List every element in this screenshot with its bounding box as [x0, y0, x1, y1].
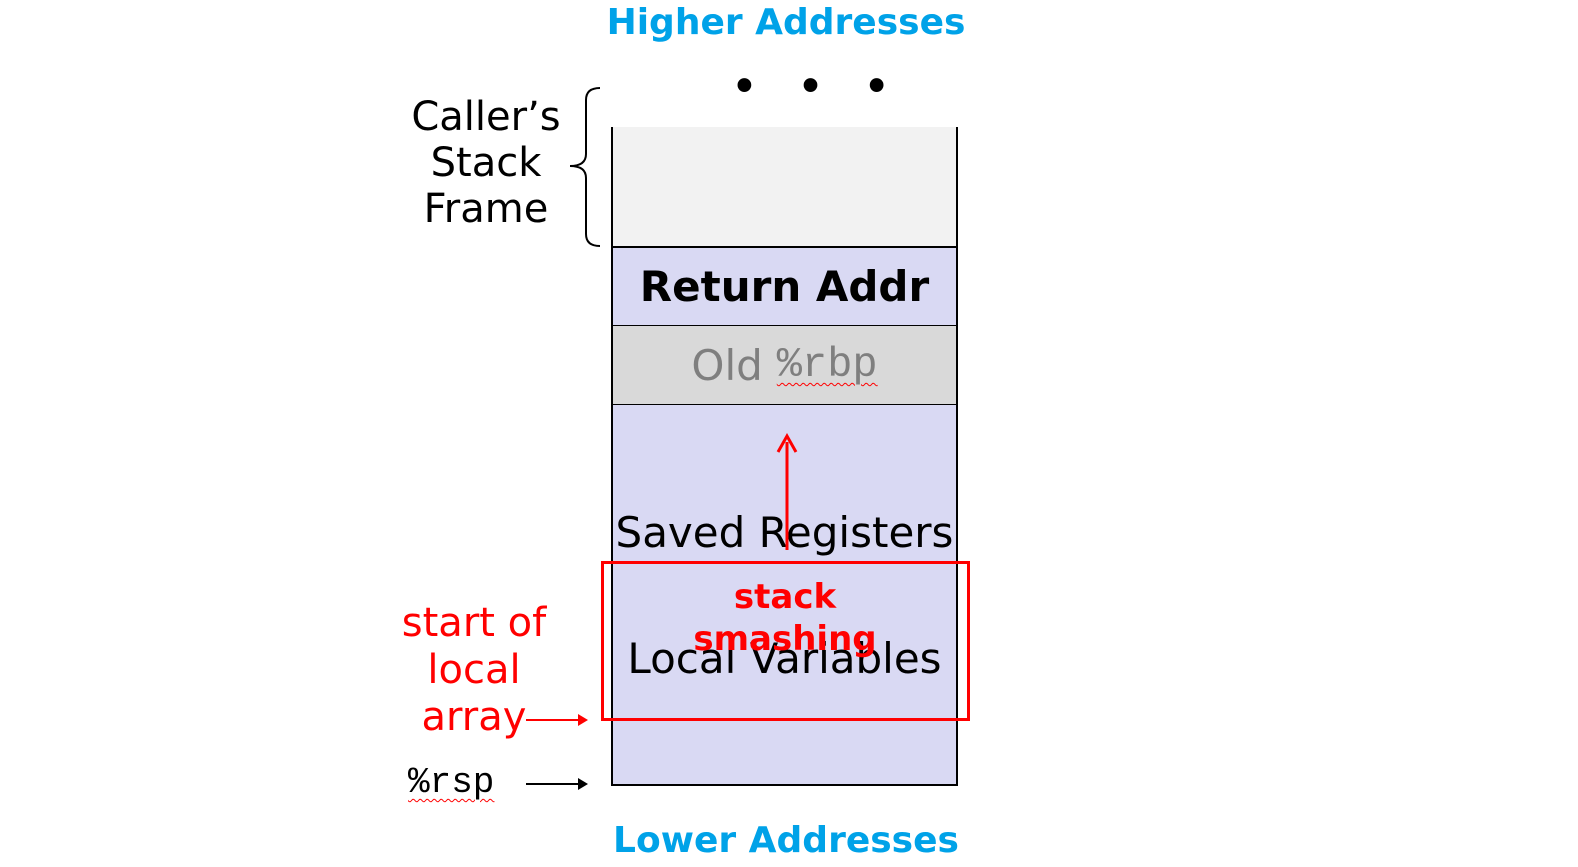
return-addr-label: Return Addr [639, 262, 930, 311]
old-rbp-text: Old [691, 340, 763, 390]
rsp-register: %rsp [408, 762, 495, 803]
start-local-line-1: start of [401, 600, 547, 646]
rsp-arrow [526, 778, 588, 790]
stack-smashing-label: stack smashing [650, 576, 920, 660]
old-rbp-register: %rbp [776, 341, 878, 389]
caller-frame-line-1: Caller’s [411, 94, 561, 140]
lower-addresses-label: Lower Addresses [613, 820, 959, 861]
start-local-arrow [526, 714, 588, 726]
stack-smashing-line-2: smashing [693, 619, 877, 659]
caller-frame-line-2: Stack [430, 140, 542, 186]
stack-smashing-line-1: stack [733, 577, 837, 617]
stack-smashing-box [601, 561, 970, 721]
start-local-line-2: local [427, 647, 521, 693]
return-addr-cell: Return Addr [611, 246, 958, 327]
smash-arrow [776, 432, 798, 550]
ellipsis: • • • [736, 59, 904, 112]
higher-addresses-label: Higher Addresses [606, 2, 966, 43]
start-local-array-label: start of local array [396, 600, 552, 741]
caller-frame-line-3: Frame [423, 186, 549, 232]
caller-frame-label: Caller’s Stack Frame [396, 94, 576, 232]
saved-and-locals-cell [611, 405, 958, 786]
saved-registers-label: Saved Registers [615, 508, 954, 557]
local-variables-label: Local Variables [627, 634, 942, 683]
caller-frame-brace [569, 87, 601, 247]
start-local-line-3: array [421, 694, 527, 740]
old-rbp-cell: Old %rbp [611, 326, 958, 406]
rsp-label: %rsp [408, 762, 494, 803]
caller-frame-cell [611, 127, 958, 247]
